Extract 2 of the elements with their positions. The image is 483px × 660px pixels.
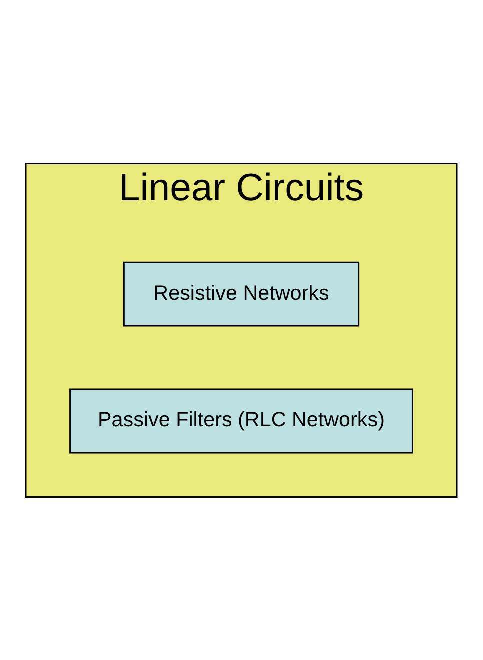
node-box: Resistive Networks	[123, 261, 360, 326]
node-box: Passive Filters (RLC Networks)	[70, 388, 414, 454]
